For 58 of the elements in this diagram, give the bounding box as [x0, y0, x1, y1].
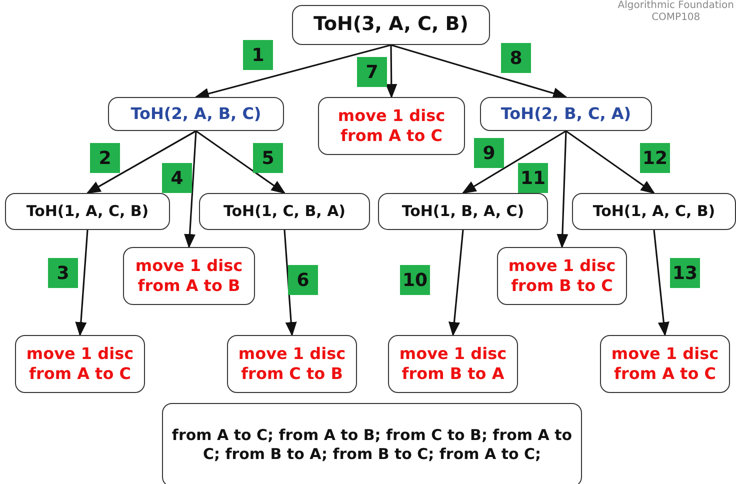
step-number: 2	[90, 143, 120, 173]
arrow	[653, 230, 670, 336]
node-text: ToH(3, A, C, B)	[314, 13, 468, 37]
step-number: 3	[48, 258, 78, 288]
node-text: move 1 disc from A to C	[610, 344, 720, 384]
move-box	[318, 97, 465, 155]
arrow	[184, 130, 197, 248]
node-text: ToH(1, A, C, B)	[26, 202, 149, 221]
step-number: 9	[474, 138, 504, 168]
move-box	[600, 335, 730, 393]
arrow	[462, 130, 566, 194]
step-number: 13	[670, 258, 700, 288]
call-box	[108, 97, 284, 131]
node-text: ToH(1, A, C, B)	[592, 202, 716, 221]
step-number: 7	[357, 57, 387, 87]
arrow	[566, 130, 656, 194]
move-box	[388, 335, 518, 393]
call-box	[5, 193, 170, 230]
node-text: from A to C; from A to B; from C to B; from A to C; from B to A; from B to C; from A to C;	[170, 426, 574, 464]
step-number: 11	[518, 163, 548, 193]
arrow	[194, 44, 392, 100]
step-number: 8	[501, 43, 531, 73]
arrow	[284, 230, 297, 336]
call-box	[292, 5, 490, 45]
step-number: 4	[162, 163, 192, 193]
move-box	[15, 335, 145, 393]
move-box	[497, 247, 627, 305]
arrow	[196, 130, 286, 194]
call-box	[378, 193, 548, 230]
step-number: 10	[400, 265, 430, 295]
step-number: 5	[253, 143, 283, 173]
arrow	[86, 130, 196, 194]
node-text: move 1 disc from B to A	[398, 344, 508, 384]
node-text: move 1 disc from B to C	[507, 256, 617, 296]
step-number: 6	[288, 265, 318, 295]
node-text: move 1 disc from A to C	[336, 106, 446, 146]
arrow	[75, 230, 88, 336]
result-box	[162, 403, 582, 484]
step-number: 12	[640, 143, 670, 173]
call-box	[480, 97, 652, 131]
move-box	[227, 335, 357, 393]
call-box	[572, 193, 736, 230]
arrow	[556, 130, 568, 248]
arrow	[386, 45, 398, 98]
node-text: move 1 disc from C to B	[237, 344, 347, 384]
header-text: Algorithmic Foundation	[618, 0, 734, 12]
arrow	[448, 230, 464, 336]
call-box	[199, 193, 370, 230]
node-text: ToH(1, B, A, C)	[402, 202, 524, 221]
arrow	[390, 44, 568, 99]
move-box	[123, 247, 255, 305]
header-text: COMP108	[650, 12, 702, 24]
node-text: ToH(1, C, B, A)	[223, 202, 346, 221]
node-text: move 1 disc from A to C	[25, 344, 135, 384]
node-text: move 1 disc from A to B	[134, 256, 244, 296]
node-text: ToH(2, B, C, A)	[500, 104, 632, 124]
step-number: 1	[243, 40, 273, 70]
node-text: ToH(2, A, B, C)	[130, 104, 262, 124]
